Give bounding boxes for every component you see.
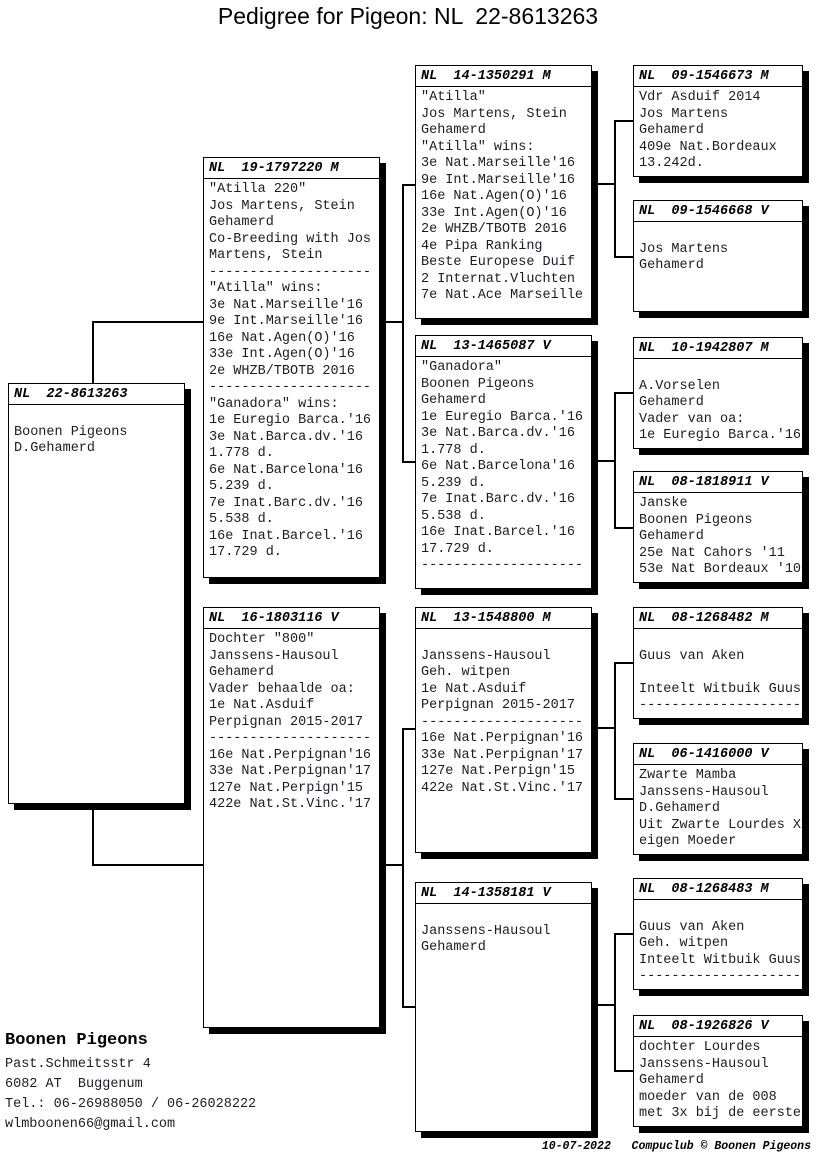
box-nl-08-1268483: NL 08-1268483 M Guus van Aken Geh. witpe… [633, 878, 803, 990]
ring-number: NL 19-1797220 M [204, 158, 379, 179]
connector-line [614, 120, 616, 258]
connector-line [402, 184, 417, 186]
box-nl-10-1942807: NL 10-1942807 M A.Vorselen Gehamerd Vade… [633, 337, 803, 449]
connector-line [92, 864, 203, 866]
owner-address-city: 6082 AT Buggenum [5, 1077, 143, 1092]
pedigree-notes: Boonen Pigeons D.Gehamerd [14, 424, 128, 457]
connector-line [592, 183, 616, 185]
pedigree-notes: "Atilla" Jos Martens, Stein Gehamerd "At… [421, 90, 584, 303]
box-nl-09-1546668: NL 09-1546668 V Jos Martens Gehamerd [633, 200, 803, 312]
connector-line [402, 461, 417, 463]
owner-name: Boonen Pigeons [5, 1031, 148, 1050]
connector-line [380, 321, 404, 323]
connector-line [614, 933, 616, 1072]
connector-line [402, 728, 417, 730]
ring-number: NL 14-1358181 V [416, 883, 591, 904]
ring-number: NL 14-1350291 M [416, 66, 591, 87]
connector-line [614, 256, 633, 258]
connector-line [380, 864, 404, 866]
owner-contact-block: Boonen Pigeons Past.Schmeitsstr 4 6082 A… [5, 1031, 256, 1135]
pedigree-notes: A.Vorselen Gehamerd Vader van oa: 1e Eur… [639, 378, 802, 444]
connector-line [614, 662, 633, 664]
connector-line [614, 392, 616, 529]
connector-line [402, 184, 404, 463]
connector-line [614, 392, 633, 394]
connector-line [592, 1004, 616, 1006]
box-nl-14-1350291: NL 14-1350291 M "Atilla" Jos Martens, St… [415, 65, 592, 319]
owner-phone: Tel.: 06-26988050 / 06-26028222 [5, 1097, 257, 1112]
ring-number: NL 08-1818911 V [634, 472, 802, 493]
connector-line [92, 804, 94, 866]
ring-number: NL 08-1926826 V [634, 1016, 802, 1037]
pedigree-notes: Janske Boonen Pigeons Gehamerd 25e Nat C… [639, 496, 802, 577]
box-nl-22-8613263: NL 22-8613263 Boonen Pigeons D.Gehamerd [8, 383, 185, 804]
pedigree-notes: Vdr Asduif 2014 Jos Martens Gehamerd 409… [639, 90, 777, 171]
ring-number: NL 10-1942807 M [634, 338, 802, 359]
pedigree-notes: Guus van Aken Geh. witpen Inteelt Witbui… [639, 919, 802, 985]
connector-line [614, 933, 633, 935]
ring-number: NL 06-1416000 V [634, 744, 802, 765]
connector-line [402, 1006, 417, 1008]
box-nl-08-1268482: NL 08-1268482 M Guus van Aken Inteelt Wi… [633, 607, 803, 719]
box-nl-06-1416000: NL 06-1416000 V Zwarte Mamba Janssens-Ha… [633, 743, 803, 855]
ring-number: NL 09-1546673 M [634, 66, 802, 87]
page-title: Pedigree for Pigeon: NL 22-8613263 [217, 3, 599, 29]
connector-line [592, 460, 616, 462]
pedigree-notes: dochter Lourdes Janssens-Hausoul Gehamer… [639, 1040, 802, 1121]
box-nl-13-1465087: NL 13-1465087 V "Ganadora" Boonen Pigeon… [415, 335, 592, 589]
connector-line [402, 728, 404, 1008]
connector-line [614, 798, 633, 800]
pedigree-notes: Janssens-Hausoul Gehamerd [421, 923, 551, 956]
ring-number: NL 09-1546668 V [634, 201, 802, 222]
connector-line [614, 527, 633, 529]
owner-email: wlmboonen66@gmail.com [5, 1117, 176, 1132]
ring-number: NL 08-1268482 M [634, 608, 802, 629]
box-nl-09-1546673: NL 09-1546673 M Vdr Asduif 2014 Jos Mart… [633, 65, 803, 177]
pedigree-notes: Zwarte Mamba Janssens-Hausoul D.Gehamerd… [639, 768, 802, 849]
owner-address-street: Past.Schmeitsstr 4 [5, 1057, 151, 1072]
pedigree-notes: "Atilla 220" Jos Martens, Stein Gehamerd… [209, 182, 372, 560]
connector-line [614, 120, 633, 122]
pedigree-notes: Dochter "800" Janssens-Hausoul Gehamerd … [209, 632, 372, 812]
connector-line [614, 1070, 633, 1072]
connector-line [92, 322, 94, 384]
ring-number: NL 13-1548800 M [416, 608, 591, 629]
pedigree-notes: Jos Martens Gehamerd [639, 241, 729, 274]
pedigree-notes: Janssens-Hausoul Geh. witpen 1e Nat.Asdu… [421, 648, 584, 796]
connector-line [614, 662, 616, 800]
ring-number: NL 16-1803116 V [204, 608, 379, 629]
connector-line [592, 727, 616, 729]
ring-number: NL 22-8613263 [9, 384, 184, 405]
ring-number: NL 08-1268483 M [634, 879, 802, 900]
connector-line [92, 321, 203, 323]
box-nl-08-1926826: NL 08-1926826 V dochter Lourdes Janssens… [633, 1015, 803, 1127]
pedigree-notes: "Ganadora" Boonen Pigeons Gehamerd 1e Eu… [421, 360, 584, 573]
box-nl-14-1358181: NL 14-1358181 V Janssens-Hausoul Gehamer… [415, 882, 592, 1132]
box-nl-08-1818911: NL 08-1818911 V Janske Boonen Pigeons Ge… [633, 471, 803, 583]
footer-credit: 10-07-2022 Compuclub © Boonen Pigeons [541, 1140, 811, 1153]
pedigree-notes: Guus van Aken Inteelt Witbuik Guus -----… [639, 648, 802, 714]
ring-number: NL 13-1465087 V [416, 336, 591, 357]
box-nl-19-1797220: NL 19-1797220 M "Atilla 220" Jos Martens… [203, 157, 380, 578]
box-nl-16-1803116: NL 16-1803116 V Dochter "800" Janssens-H… [203, 607, 380, 1028]
box-nl-13-1548800: NL 13-1548800 M Janssens-Hausoul Geh. wi… [415, 607, 592, 853]
